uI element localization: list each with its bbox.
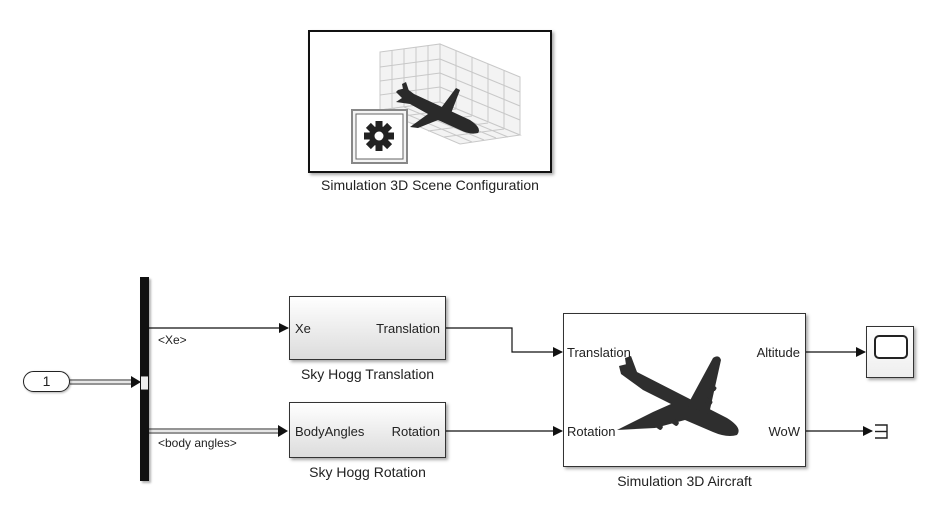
signal-label-xe: <Xe>: [158, 333, 187, 347]
translation-block-label: Sky Hogg Translation: [300, 366, 435, 382]
scope-icon: [874, 335, 908, 359]
rotation-in-port: BodyAngles: [295, 424, 365, 439]
rotation-out-port: Rotation: [391, 424, 440, 439]
scene-config-block[interactable]: [308, 30, 552, 173]
scope-block[interactable]: [866, 326, 914, 378]
aircraft-out-port-wow: WoW: [768, 424, 800, 439]
inport-number: 1: [42, 373, 51, 389]
aircraft-in-port-translation: Translation: [567, 345, 631, 360]
wire-translation[interactable]: [446, 327, 563, 357]
rotation-block-label: Sky Hogg Rotation: [309, 464, 426, 480]
aircraft-out-port-altitude: Altitude: [756, 345, 800, 360]
terminator-icon: [875, 424, 888, 439]
gear-icon: [364, 121, 394, 151]
airplane-icon: [617, 356, 739, 436]
translation-out-port: Translation: [376, 321, 440, 336]
translation-block[interactable]: Xe Translation: [289, 296, 446, 360]
inport-block[interactable]: 1: [23, 371, 70, 392]
translation-in-port: Xe: [295, 321, 311, 336]
rotation-block[interactable]: BodyAngles Rotation: [289, 402, 446, 458]
aircraft-in-port-rotation: Rotation: [567, 424, 616, 439]
aircraft-grid-gear-icon: [351, 43, 522, 164]
signal-label-body-angles: <body angles>: [158, 436, 237, 450]
terminator-block[interactable]: [873, 423, 891, 441]
aircraft-block[interactable]: Translation Rotation Altitude WoW: [563, 313, 806, 467]
bus-input-port: [141, 376, 148, 390]
scene-config-label: Simulation 3D Scene Configuration: [321, 177, 539, 193]
wire-body-angles[interactable]: [149, 425, 288, 437]
aircraft-block-label: Simulation 3D Aircraft: [617, 473, 752, 489]
wire-inport-to-bus[interactable]: [70, 376, 141, 388]
